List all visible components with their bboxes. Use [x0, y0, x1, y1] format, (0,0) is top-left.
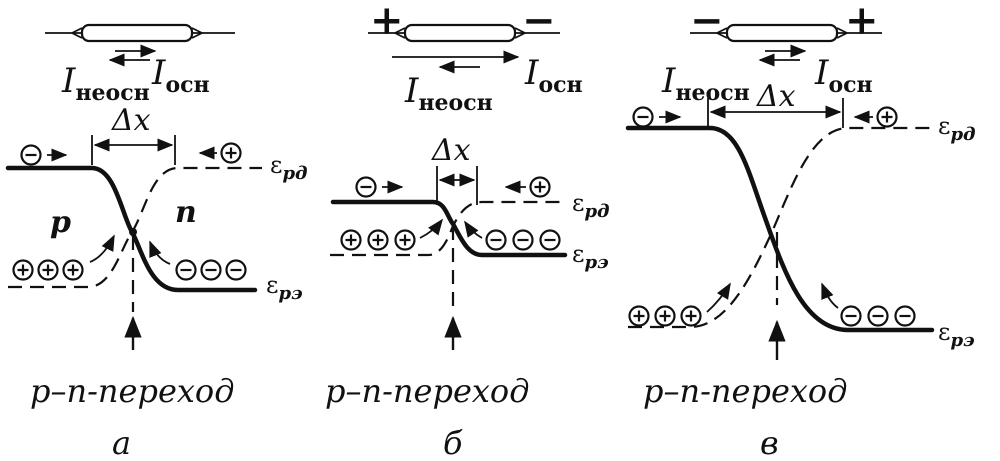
delta-x-label-a: Δx	[111, 103, 151, 138]
hole-a-3	[37, 259, 59, 281]
panel-b: + − Iосн Iнеосн Δx εрд εрэ p–	[325, 0, 610, 461]
p-region-label-a: p	[50, 205, 71, 240]
caption-letter-a: а	[112, 424, 131, 461]
hole-a-2	[12, 259, 34, 281]
electron-b-3	[512, 229, 534, 251]
electron-b-2	[485, 229, 507, 251]
panel-c: − + Iнеосн Iосн Δx εрд εрэ p–	[625, 0, 976, 461]
valence-band-c	[628, 126, 932, 329]
minor-current-label-c: Iнеосн	[661, 61, 750, 106]
minus-sign-c: −	[690, 0, 724, 44]
delta-x-label-b: Δx	[431, 133, 471, 168]
electron-c-4	[894, 305, 916, 327]
minor-current-label-b: Iнеосн	[404, 71, 493, 116]
valence-level-label-a: εрэ	[266, 271, 303, 304]
electron-c-2	[840, 305, 862, 327]
electron-c-3	[867, 305, 889, 327]
conduction-level-label-a: εрд	[270, 151, 308, 184]
caption-a: p–n-переход	[30, 372, 234, 410]
minus-sign-b: −	[522, 0, 556, 44]
conduction-band-c	[625, 125, 935, 333]
hole-b-3	[367, 229, 389, 251]
plus-sign-c: +	[845, 0, 879, 44]
caption-letter-b: б	[443, 424, 463, 461]
hole-c-3	[654, 305, 676, 327]
electron-a-1	[20, 144, 42, 166]
hole-c-1	[876, 106, 898, 128]
electron-a-2	[175, 259, 197, 281]
electron-a-3	[200, 259, 222, 281]
conduction-level-label-c: εрд	[938, 112, 976, 145]
main-current-label-a: Iосн	[151, 53, 210, 98]
main-current-label-c: Iосн	[814, 53, 873, 98]
delta-x-label-c: Δx	[756, 79, 796, 114]
panel-a: Iнеосн Iосн Δx p n εрд εрэ p–n-переход а	[5, 23, 308, 461]
hole-c-2	[628, 305, 650, 327]
valence-level-label-b: εрэ	[572, 240, 609, 273]
diode-symbol-a	[45, 23, 235, 43]
electron-b-1	[355, 176, 377, 198]
hole-a-1	[220, 142, 242, 164]
caption-b: p–n-переход	[325, 372, 529, 410]
valence-band-a	[8, 166, 262, 289]
diode-symbol-c	[690, 23, 882, 43]
diode-symbol-b	[368, 23, 560, 43]
minor-current-label-a: Iнеосн	[61, 61, 150, 106]
valence-level-label-c: εрэ	[938, 318, 975, 351]
n-region-label-a: n	[175, 195, 197, 230]
plus-sign-b: +	[370, 0, 404, 44]
caption-c: p–n-переход	[643, 372, 847, 410]
hole-a-4	[62, 259, 84, 281]
electron-c-1	[632, 106, 654, 128]
electron-b-4	[539, 229, 561, 251]
conduction-level-label-b: εрд	[572, 189, 610, 222]
caption-letter-c: в	[760, 424, 779, 461]
hole-b-4	[394, 229, 416, 251]
main-current-label-b: Iосн	[524, 53, 583, 98]
hole-b-1	[529, 176, 551, 198]
hole-b-2	[340, 229, 362, 251]
hole-c-4	[680, 305, 702, 327]
electron-a-4	[225, 259, 247, 281]
